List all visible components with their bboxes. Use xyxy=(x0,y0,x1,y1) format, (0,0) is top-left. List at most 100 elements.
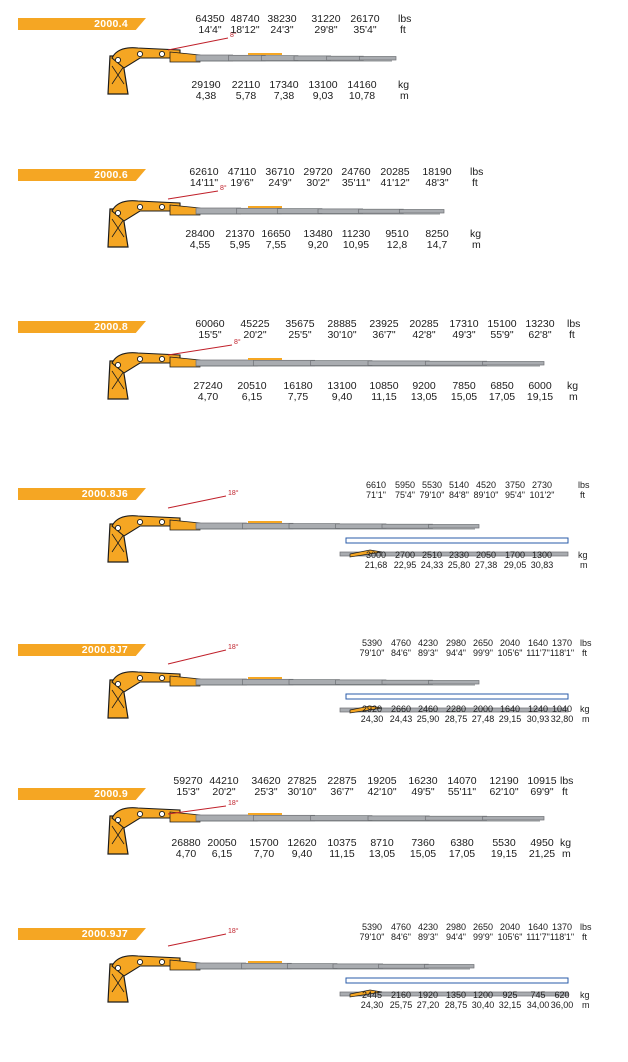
unit-label-ft: ft xyxy=(472,177,478,189)
angle-indicator-line xyxy=(167,495,227,509)
unit-label-m: m xyxy=(582,714,590,724)
boom-section xyxy=(482,361,545,366)
angle-label: 8° xyxy=(234,339,241,346)
boom-section xyxy=(482,816,545,821)
angle-indicator-line xyxy=(167,37,229,51)
unit-label-m: m xyxy=(569,391,578,403)
boom-section xyxy=(260,55,299,61)
boom-section xyxy=(335,523,387,529)
model-tag: 2000.9J7 xyxy=(18,928,146,940)
crane-diagram xyxy=(107,37,397,95)
pivot-joint xyxy=(136,50,144,58)
boom-section xyxy=(252,359,316,367)
boom-section xyxy=(293,55,332,61)
boom-section xyxy=(242,678,294,686)
unit-label-kg: kg xyxy=(560,837,572,849)
crane-diagram xyxy=(107,649,569,719)
boom-section xyxy=(428,680,480,685)
unit-label-lbs: lbs xyxy=(580,922,592,932)
boom-section xyxy=(195,522,247,530)
model-label: 2000.9 xyxy=(94,788,128,800)
unit-label-lbs: lbs xyxy=(578,480,590,490)
pivot-joint xyxy=(158,958,166,966)
pivot-joint xyxy=(136,203,144,211)
pivot-joint xyxy=(158,518,166,526)
unit-label-kg: kg xyxy=(580,704,590,714)
pivot-joint xyxy=(158,50,166,58)
boom-section xyxy=(195,814,258,822)
boom-section xyxy=(286,963,338,969)
crane-diagram xyxy=(107,190,445,248)
pivot-joint xyxy=(158,355,166,363)
pivot-joint xyxy=(114,964,122,972)
pivot-joint xyxy=(114,56,122,64)
unit-label-lbs: lbs xyxy=(580,638,592,648)
crane-diagram xyxy=(107,344,545,400)
boom-section xyxy=(424,360,488,366)
unit-label-ft: ft xyxy=(400,24,406,36)
pivot-joint xyxy=(136,355,144,363)
boom-section xyxy=(288,523,340,529)
model-tag: 2000.6 xyxy=(18,169,146,181)
unit-label-ft: ft xyxy=(569,329,575,341)
pivot-joint xyxy=(136,674,144,682)
unit-label-kg: kg xyxy=(578,550,588,560)
boom-section xyxy=(317,208,364,214)
boom-section xyxy=(358,56,397,61)
boom-section xyxy=(228,54,266,62)
boom-section xyxy=(358,208,404,214)
angle-indicator-line xyxy=(167,190,219,200)
unit-label-lbs: lbs xyxy=(567,318,581,330)
boom-section xyxy=(428,524,480,529)
boom-section xyxy=(423,964,475,969)
pivot-joint xyxy=(158,203,166,211)
boom-section xyxy=(242,522,294,530)
jib-extension xyxy=(345,537,569,544)
boom-section xyxy=(332,963,384,969)
unit-label-lbs: lbs xyxy=(398,13,412,25)
